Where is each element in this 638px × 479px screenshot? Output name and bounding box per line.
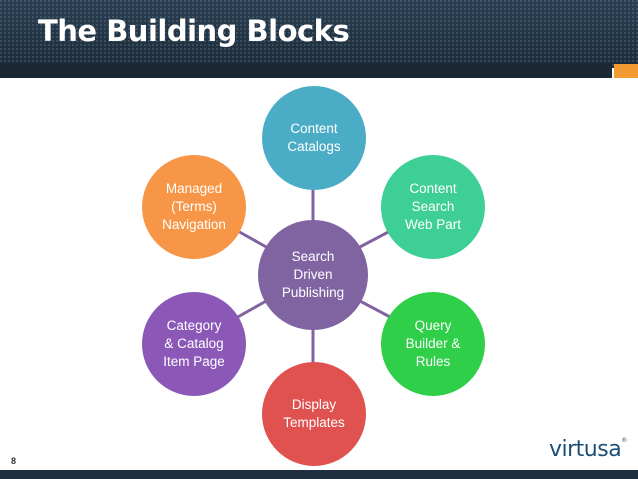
node-label: Managed (Terms) Navigation [162, 181, 226, 232]
node-label: Category & Catalog Item Page [163, 318, 225, 369]
title-bar: The Building Blocks [0, 0, 638, 68]
connector-managed-terms-navigation [235, 228, 269, 250]
node-content-catalogs: Content Catalogs [262, 86, 366, 190]
virtusa-logo: virtusa® [549, 437, 627, 462]
node-label: Search Driven Publishing [281, 249, 345, 300]
connector-content-search-web-part [357, 228, 393, 250]
connector-category-catalog-item-page [235, 298, 269, 320]
header-stripe [0, 64, 612, 78]
node-label: Content Catalogs [287, 121, 341, 154]
logo-text: virtusa [549, 437, 622, 462]
node-label: Display Templates [283, 397, 345, 430]
node-query-builder-rules: Query Builder & Rules [381, 292, 485, 396]
page-number: 8 [11, 456, 17, 466]
node-center-search-driven-publishing: Search Driven Publishing [258, 220, 368, 330]
footer-bar [0, 470, 638, 479]
logo-registered-mark: ® [621, 437, 627, 444]
node-managed-terms-navigation: Managed (Terms) Navigation [142, 155, 246, 259]
header-accent [614, 64, 638, 78]
node-display-templates: Display Templates [262, 362, 366, 466]
node-category-catalog-item-page: Category & Catalog Item Page [142, 292, 246, 396]
node-label: Content Search Web Part [404, 181, 462, 232]
connector-query-builder-rules [357, 298, 393, 320]
node-label: Query Builder & Rules [405, 318, 461, 369]
node-content-search-web-part: Content Search Web Part [381, 155, 485, 259]
slide-title: The Building Blocks [38, 14, 350, 48]
